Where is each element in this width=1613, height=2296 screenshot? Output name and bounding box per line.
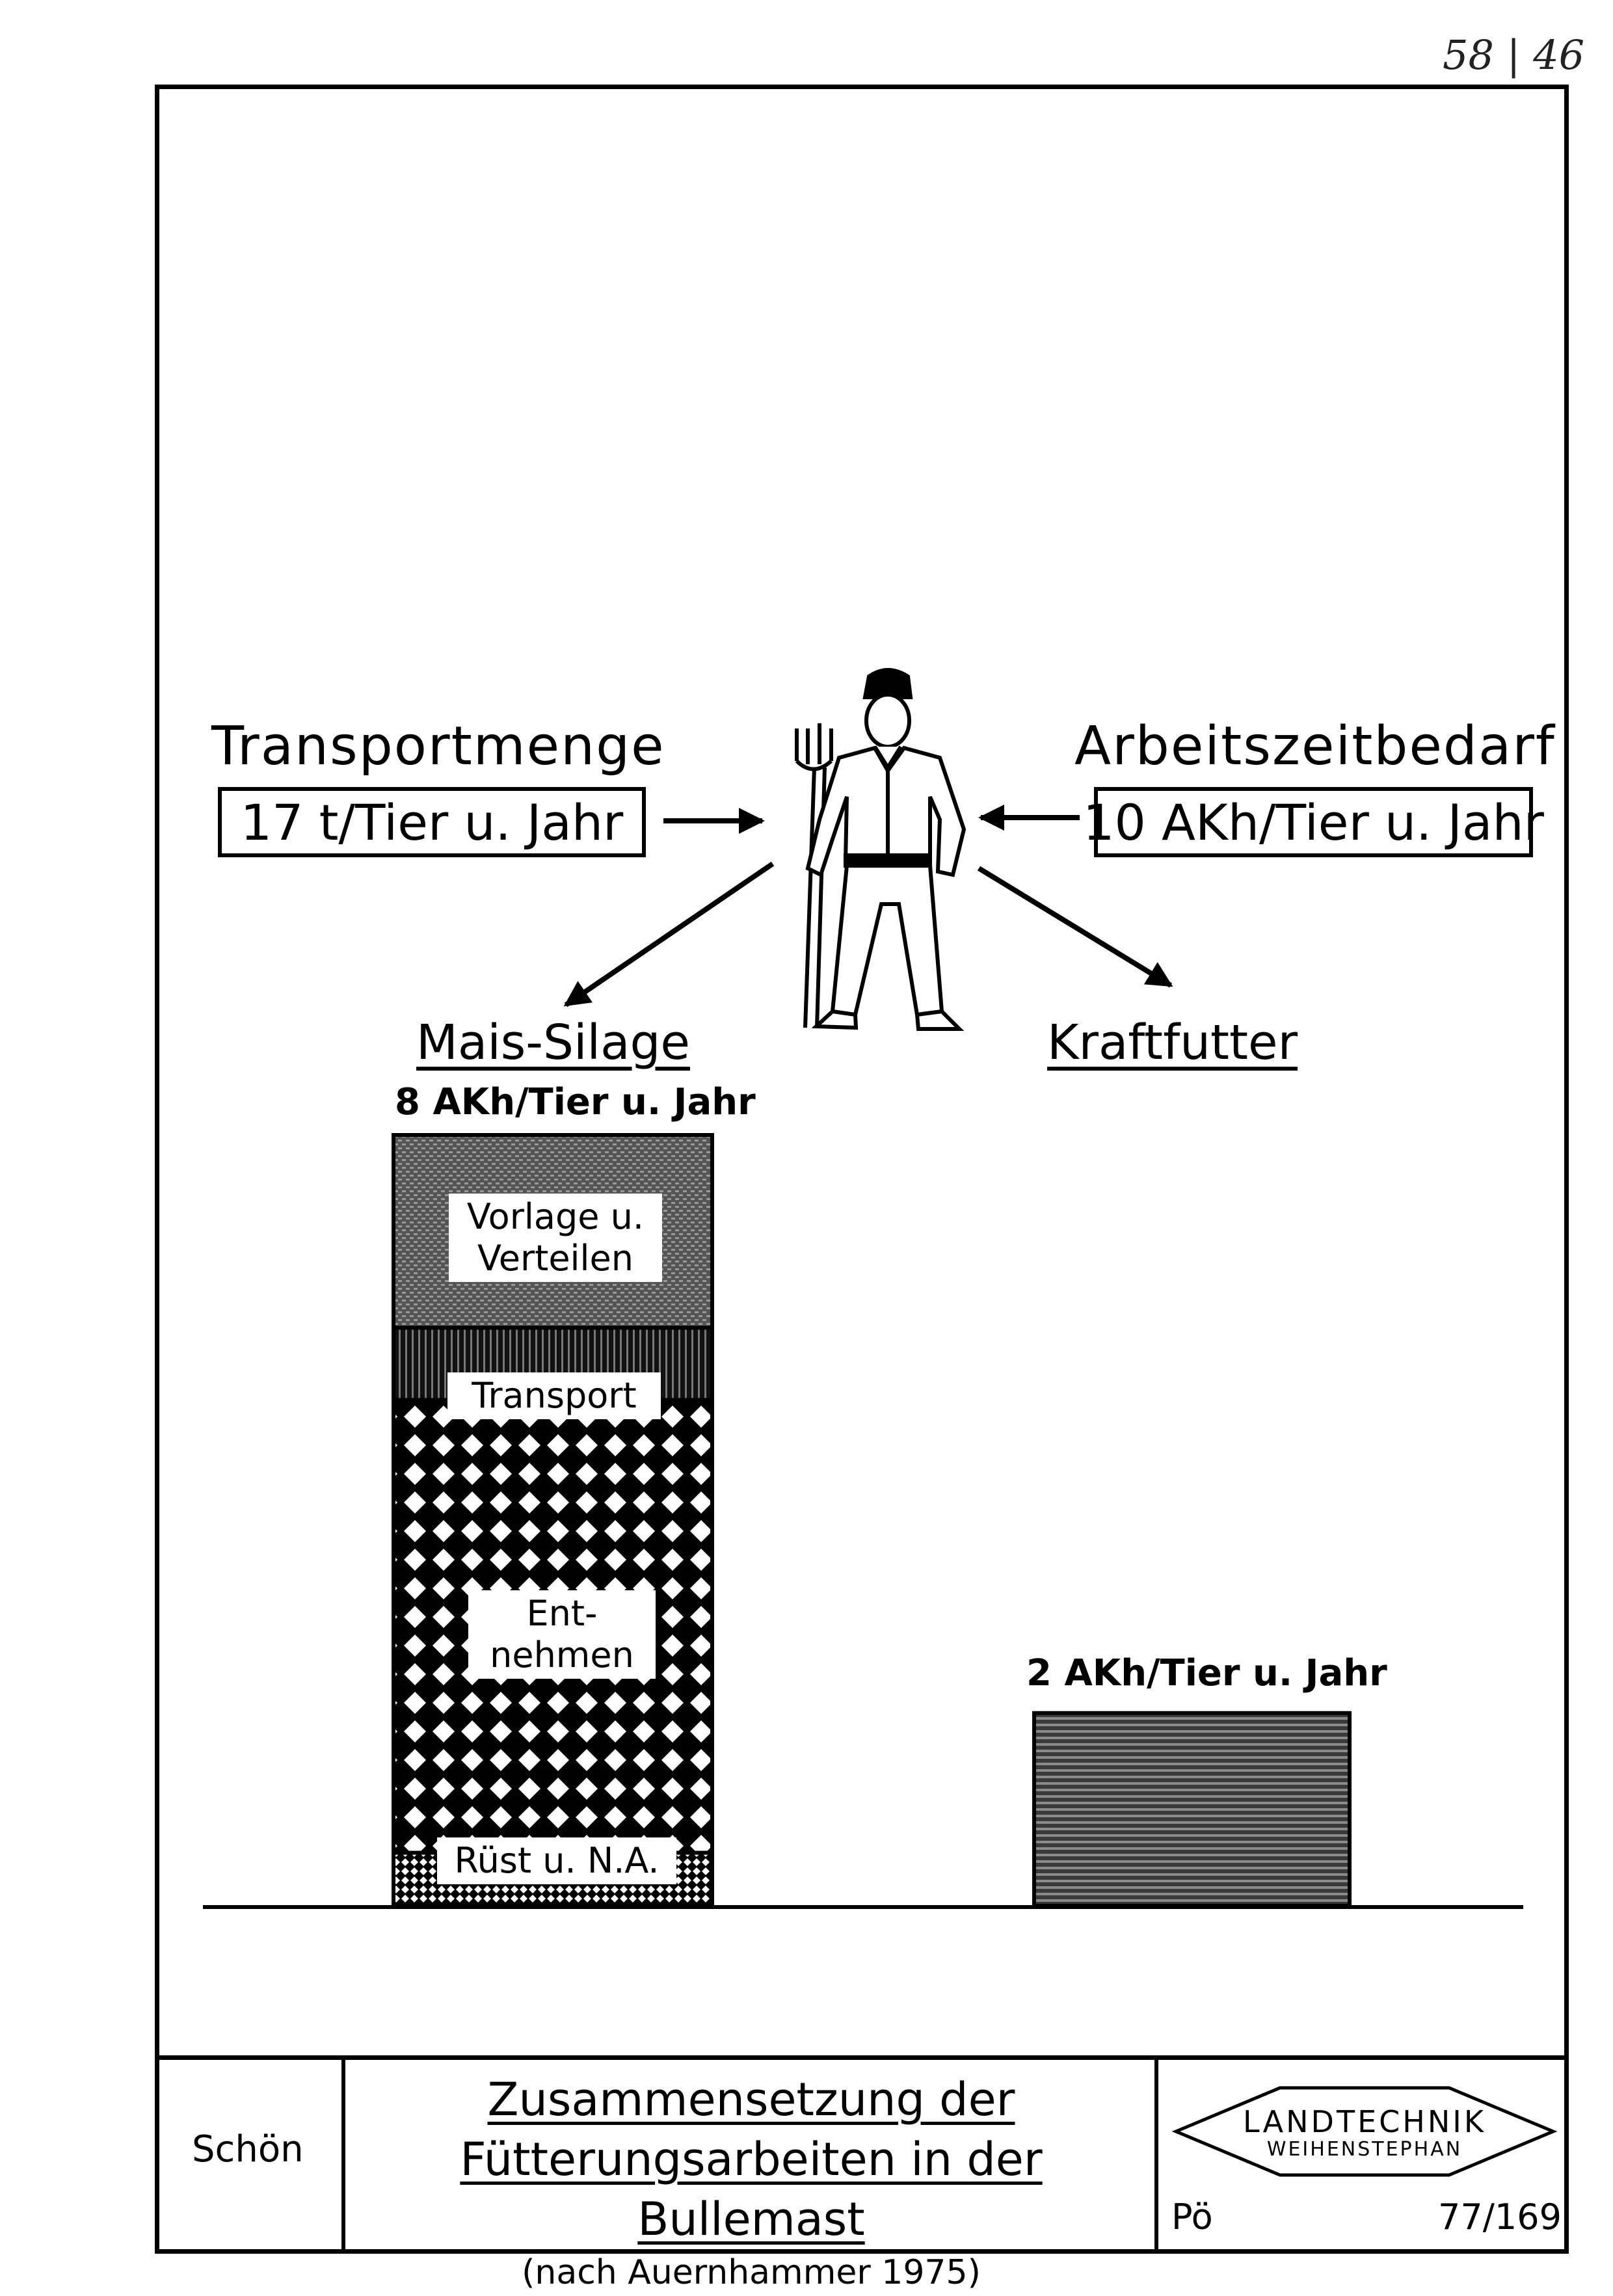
segment-label-vorlage: Vorlage u. Verteilen: [449, 1194, 662, 1282]
segment-label-rust: Rüst u. N.A.: [437, 1837, 676, 1884]
footer-divider-left: [341, 2060, 345, 2249]
footer-divider-right: [1154, 2060, 1158, 2249]
figure-title-line1: Zusammensetzung der: [487, 2073, 1015, 2126]
segment-label-transport: Transport: [447, 1372, 661, 1419]
drawer-initials: Pö: [1171, 2196, 1213, 2237]
category-label-kraftfutter: Kraftfutter: [1047, 1015, 1298, 1071]
figure-frame: [155, 85, 1569, 2254]
footer-title-block: Schön Zusammensetzung der Fütterungsarbe…: [159, 2055, 1564, 2292]
logo-hexagon-icon: [1171, 2086, 1558, 2177]
segment-label-vorlage-line1: Vorlage u.: [466, 1196, 645, 1237]
total-label-mais-silage: 8 AKh/Tier u. Jahr: [395, 1081, 756, 1123]
farmer-illustration: [795, 668, 966, 1031]
category-label-mais-silage: Mais-Silage: [416, 1015, 690, 1071]
logo-text-line2: WEIHENSTEPHAN: [1266, 2138, 1463, 2161]
transport-amount-value-box: 17 t/Tier u. Jahr: [218, 787, 646, 857]
total-label-kraftfutter: 2 AKh/Tier u. Jahr: [1026, 1652, 1387, 1694]
page-number: 58 | 46: [1443, 31, 1585, 79]
figure-source: (nach Auernhammer 1975): [522, 2253, 981, 2292]
logo-text-line1: LANDTECHNIK: [1243, 2104, 1486, 2139]
segment-label-entnehmen: Ent- nehmen: [468, 1590, 656, 1679]
segment-label-entnehmen-line1: Ent-: [526, 1593, 598, 1634]
segment-label-entnehmen-line2: nehmen: [490, 1635, 634, 1675]
bar-segment-kraftfutter-kraftfutter: [1032, 1711, 1352, 1908]
author-name: Schön: [192, 2128, 304, 2170]
figure-title: Zusammensetzung der Fütterungsarbeiten i…: [348, 2070, 1154, 2296]
figure-title-line2: Fütterungsarbeiten in der Bullemast: [460, 2133, 1043, 2246]
labor-requirement-value-box: 10 AKh/Tier u. Jahr: [1083, 787, 1544, 857]
labor-requirement-heading: Arbeitszeitbedarf: [1074, 715, 1556, 777]
arrow-to-kraftfutter: [977, 866, 1173, 988]
segment-label-vorlage-line2: Verteilen: [477, 1238, 634, 1279]
institution-logo: LANDTECHNIK WEIHENSTEPHAN: [1169, 2083, 1560, 2180]
transport-amount-heading: Transportmenge: [211, 715, 665, 777]
document-number: 77/169: [1438, 2196, 1562, 2237]
arrow-to-mais-silage: [563, 861, 775, 1008]
